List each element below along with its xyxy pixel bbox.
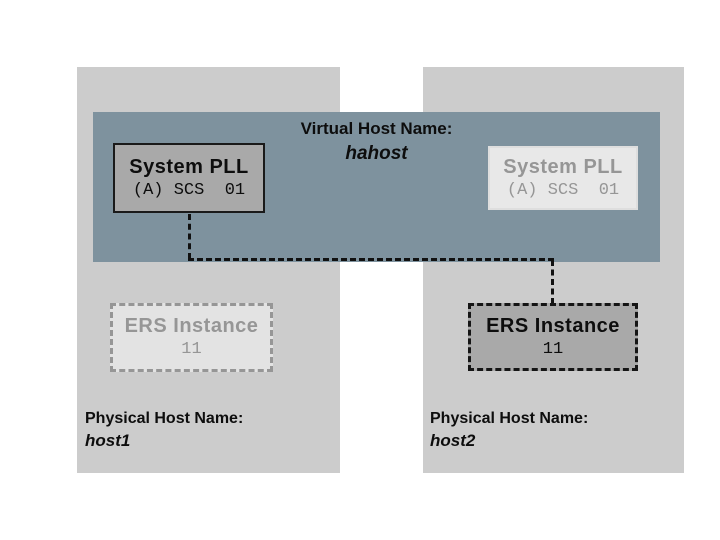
ers-host2-title: ERS Instance — [486, 314, 620, 337]
failover-connector-horizontal-segment — [188, 258, 554, 261]
ers-host1-title: ERS Instance — [124, 315, 259, 338]
scs-instance-box-host1-active: System PLL (A) SCS 01 — [113, 143, 265, 213]
physical-host1-caption: Physical Host Name: host1 — [85, 410, 243, 451]
physical-host1-label: Physical Host Name: — [85, 410, 244, 427]
virtual-host-name: hahost — [345, 143, 408, 164]
ers-instance-box-host1-standby: ERS Instance 11 — [110, 303, 273, 372]
failover-connector-left-segment — [188, 214, 191, 259]
physical-host1-name: host1 — [85, 431, 131, 450]
scs-instance-box-host2-standby: System PLL (A) SCS 01 — [488, 146, 638, 210]
ers-instance-box-host2-active: ERS Instance 11 — [468, 303, 638, 371]
physical-host2-caption: Physical Host Name: host2 — [430, 410, 588, 451]
scs-host1-title: System PLL — [129, 155, 249, 178]
scs-host2-title: System PLL — [503, 155, 623, 178]
ers-host1-instance-id: 11 — [181, 340, 202, 360]
physical-host2-label: Physical Host Name: — [430, 410, 589, 427]
scs-host2-instance-id: (A) SCS 01 — [506, 180, 620, 200]
ers-host2-instance-id: 11 — [542, 339, 564, 359]
failover-connector-right-segment — [551, 260, 554, 304]
scs-host1-instance-id: (A) SCS 01 — [132, 180, 246, 200]
physical-host2-name: host2 — [430, 431, 476, 450]
virtual-host-label: Virtual Host Name: — [300, 119, 453, 138]
